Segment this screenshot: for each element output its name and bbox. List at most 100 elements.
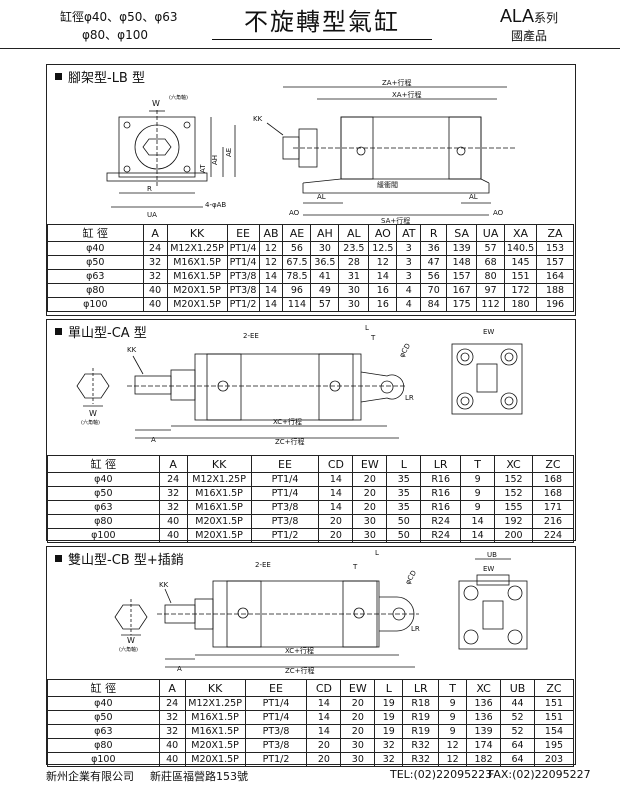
section-lb: 腳架型-LB 型 W (六角軸) AT AH AE R UA 4-φAB KK …: [46, 64, 576, 316]
cb-cell: 136: [466, 710, 502, 725]
cb-drawing: W (六角軸) KK 2-EE L T φCD LR XC+行程 ZC+行程 A…: [114, 549, 528, 675]
lb-cell: 30: [338, 297, 370, 312]
lb-hex-rod: [142, 138, 172, 156]
cb-cell: φ63: [47, 724, 160, 739]
cb-cell: 12: [438, 738, 468, 753]
lb-col-header: AL: [338, 224, 370, 242]
cb-label-zc: ZC+行程: [285, 666, 315, 675]
cb-cell: 14: [306, 710, 342, 725]
lb-cell: 12: [368, 255, 398, 270]
cb-cell: PT1/2: [244, 752, 308, 767]
ca-cell: 152: [494, 472, 533, 487]
cb-col-header: 缸 徑: [47, 679, 160, 697]
cb-cell: 9: [438, 724, 468, 739]
cb-cell: 52: [500, 710, 535, 725]
cb-cell: 19: [374, 724, 404, 739]
lb-col-header: ZA: [536, 224, 574, 242]
series-code: ALA: [500, 6, 535, 26]
cb-cell: 14: [306, 724, 342, 739]
lb-col-header: XA: [504, 224, 538, 242]
lb-cell: 157: [446, 269, 478, 284]
lb-cell: 57: [476, 241, 506, 256]
lb-cell: 96: [282, 283, 312, 298]
ca-cell: 50: [386, 528, 422, 543]
ca-label-cd: φCD: [398, 342, 412, 359]
cb-cell: 14: [306, 696, 342, 711]
lb-label-kk: KK: [253, 115, 263, 123]
lb-label-w: W: [152, 99, 160, 108]
lb-cell: 175: [446, 297, 478, 312]
ca-cell: 14: [318, 472, 354, 487]
ca-cell: 168: [531, 472, 575, 487]
lb-cell: 188: [536, 283, 574, 298]
ca-hex-rod-icon: [76, 373, 110, 399]
cb-cell: 174: [466, 738, 502, 753]
ca-clevis: [360, 371, 405, 403]
lb-cell: 3: [396, 241, 422, 256]
ca-cell: 152: [494, 486, 533, 501]
lb-label-ah: AH: [211, 155, 219, 165]
page-title: 不旋轉型氣缸: [212, 2, 432, 40]
ca-col-header: EW: [352, 455, 388, 473]
ca-cell: PT3/8: [250, 514, 320, 529]
lb-col-header: AO: [368, 224, 398, 242]
footer-company: 新州企業有限公司: [46, 770, 134, 783]
bullet-square-icon: [55, 73, 62, 80]
cb-cell: R19: [402, 710, 440, 725]
cb-cell: 195: [533, 738, 575, 753]
lb-cell: 4: [396, 297, 422, 312]
lb-cell: 16: [368, 297, 398, 312]
ca-cell: R16: [420, 500, 462, 515]
lb-label-ao: AO: [289, 209, 300, 217]
ca-cell: 20: [352, 486, 388, 501]
bore-line-2: φ80、φ100: [82, 28, 149, 42]
ca-end-view: [451, 343, 523, 415]
cb-cell: φ80: [47, 738, 160, 753]
lb-col-header: AE: [282, 224, 312, 242]
cb-label-xc: XC+行程: [285, 646, 314, 655]
lb-cell: 67.5: [282, 255, 312, 270]
lb-cell: PT3/8: [226, 283, 260, 298]
ca-rod: [134, 375, 172, 395]
ca-cell: 30: [352, 514, 388, 529]
cb-label-cd: φCD: [404, 569, 418, 586]
lb-col-header: UA: [476, 224, 506, 242]
ca-cell: φ80: [47, 514, 160, 529]
ca-cell: 9: [460, 472, 496, 487]
lb-cell: 153: [536, 241, 574, 256]
ca-col-header: XC: [494, 455, 533, 473]
lb-cell: 3: [396, 269, 422, 284]
ca-cell: 216: [531, 514, 575, 529]
lb-cell: 14: [258, 283, 284, 298]
ca-cell: M12X1.25P: [186, 472, 252, 487]
cb-cell: PT3/8: [244, 724, 308, 739]
footer-address: 新莊區福營路153號: [150, 770, 248, 783]
cb-label-kk: KK: [159, 581, 169, 589]
cb-label-hex: (六角軸): [119, 646, 138, 653]
lb-cell: 70: [420, 283, 448, 298]
lb-cell: M12X1.25P: [166, 241, 228, 256]
lb-cell: 36.5: [310, 255, 340, 270]
ca-cell: 224: [531, 528, 575, 543]
lb-cell: φ80: [47, 283, 144, 298]
ca-cell: R16: [420, 486, 462, 501]
ca-cell: 20: [352, 472, 388, 487]
cb-cell: R18: [402, 696, 440, 711]
cb-cell: 32: [158, 710, 186, 725]
lb-label-al: AL: [317, 193, 326, 201]
lb-label-ab: 4-φAB: [205, 201, 226, 209]
ca-cell: 14: [318, 500, 354, 515]
lb-cell: 3: [396, 255, 422, 270]
cb-cell: φ50: [47, 710, 160, 725]
ca-label-ee: 2-EE: [243, 332, 259, 340]
footer-tel: TEL:(02)22095223: [390, 768, 493, 781]
lb-col-header: KK: [166, 224, 228, 242]
lb-col-header: AB: [258, 224, 284, 242]
cb-end-view: [458, 580, 528, 650]
ca-cell: 20: [318, 514, 354, 529]
cb-cell: 20: [340, 696, 376, 711]
